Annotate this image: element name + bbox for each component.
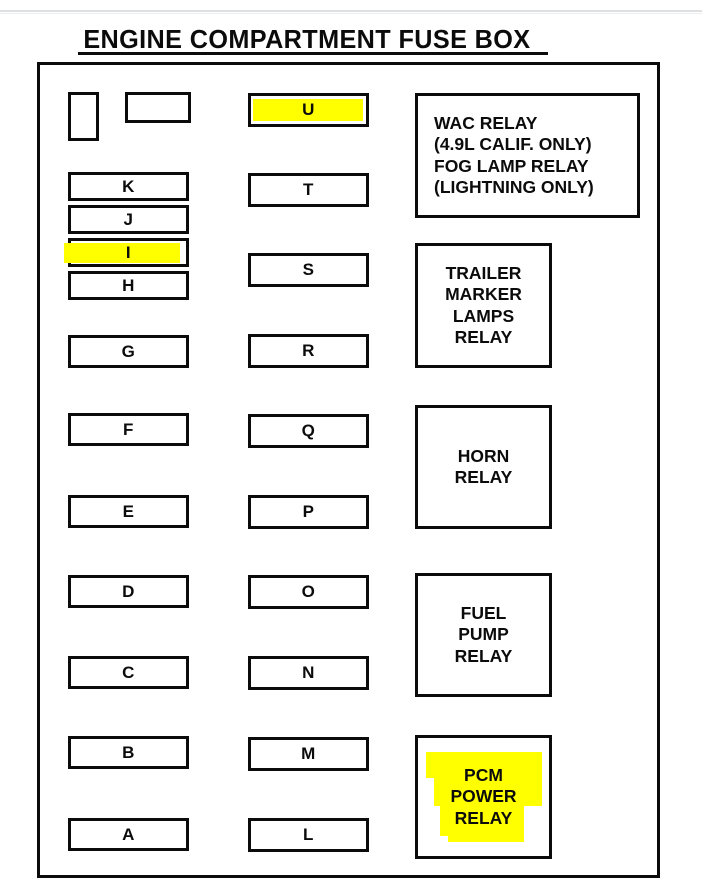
relay-box-trailer-marker-lamps[interactable]: TRAILER MARKER LAMPS RELAY	[415, 243, 552, 368]
relay-label-horn: HORN RELAY	[454, 445, 513, 487]
fuse-label-K: K	[122, 176, 135, 196]
fuse-slot-A[interactable]: A	[68, 818, 189, 851]
fuse-slot-R[interactable]: R	[248, 334, 369, 368]
scan-artifact-line-secondary	[0, 13, 702, 14]
fuse-slot-F[interactable]: F	[68, 413, 189, 446]
fuse-label-L: L	[303, 825, 314, 844]
fuse-slot-H[interactable]: H	[68, 271, 189, 300]
fuse-slot-P[interactable]: P	[248, 495, 369, 529]
fuse-label-Q: Q	[301, 421, 316, 440]
fuse-label-C: C	[122, 662, 135, 682]
fuse-label-H: H	[122, 275, 135, 295]
relay-box-fuel-pump[interactable]: FUEL PUMP RELAY	[415, 573, 552, 697]
fuse-slot-O[interactable]: O	[248, 575, 369, 609]
fuse-slot-J[interactable]: J	[68, 205, 189, 234]
relay-label-trailer-marker-lamps: TRAILER MARKER LAMPS RELAY	[445, 262, 522, 347]
fuse-box-outer-frame: K J I H G F E D C B A	[37, 62, 660, 878]
fuse-slot-T[interactable]: T	[248, 173, 369, 207]
fuse-slot-L[interactable]: L	[248, 818, 369, 852]
fuse-slot-C[interactable]: C	[68, 656, 189, 689]
fuse-label-T: T	[303, 180, 314, 199]
fuse-label-O: O	[301, 582, 316, 601]
blank-terminal-tall[interactable]	[68, 92, 99, 141]
relay-label-wac-fog: WAC RELAY (4.9L CALIF. ONLY) FOG LAMP RE…	[434, 112, 594, 197]
page-title-underline	[78, 52, 548, 55]
fuse-label-F: F	[123, 419, 134, 439]
fuse-slot-D[interactable]: D	[68, 575, 189, 608]
fuse-label-B: B	[122, 742, 135, 762]
relay-box-pcm-power[interactable]: PCM POWER RELAY	[415, 735, 552, 859]
fuse-slot-K[interactable]: K	[68, 172, 189, 201]
fuse-slot-I[interactable]: I	[64, 238, 189, 267]
fuse-slot-B[interactable]: B	[68, 736, 189, 769]
fuse-label-D: D	[122, 581, 135, 601]
fuse-label-G: G	[121, 341, 136, 361]
relay-label-fuel-pump: FUEL PUMP RELAY	[454, 602, 513, 666]
page-title: ENGINE COMPARTMENT FUSE BOX	[83, 24, 531, 54]
fuse-label-U: U	[302, 100, 315, 119]
fuse-slot-Q[interactable]: Q	[248, 414, 369, 448]
scan-artifact-line	[0, 10, 702, 12]
fuse-label-I: I	[125, 242, 132, 262]
fuse-slot-U[interactable]: U	[248, 93, 369, 127]
fuse-label-N: N	[302, 663, 315, 682]
relay-label-pcm-power: PCM POWER RELAY	[450, 764, 517, 828]
fuse-label-R: R	[302, 341, 315, 360]
fuse-label-E: E	[122, 501, 135, 521]
fuse-label-A: A	[122, 824, 135, 844]
fuse-slot-M[interactable]: M	[248, 737, 369, 771]
fuse-label-P: P	[302, 502, 315, 521]
fuse-label-S: S	[302, 260, 315, 279]
fuse-label-J: J	[123, 209, 134, 229]
relay-box-wac-fog[interactable]: WAC RELAY (4.9L CALIF. ONLY) FOG LAMP RE…	[415, 93, 640, 218]
fuse-slot-S[interactable]: S	[248, 253, 369, 287]
fuse-slot-N[interactable]: N	[248, 656, 369, 690]
blank-terminal-wide[interactable]	[125, 92, 191, 123]
relay-box-horn[interactable]: HORN RELAY	[415, 405, 552, 529]
fuse-label-M: M	[301, 744, 316, 763]
highlight-mark-fuse-I	[64, 243, 180, 263]
fuse-slot-G[interactable]: G	[68, 335, 189, 368]
fuse-slot-E[interactable]: E	[68, 495, 189, 528]
